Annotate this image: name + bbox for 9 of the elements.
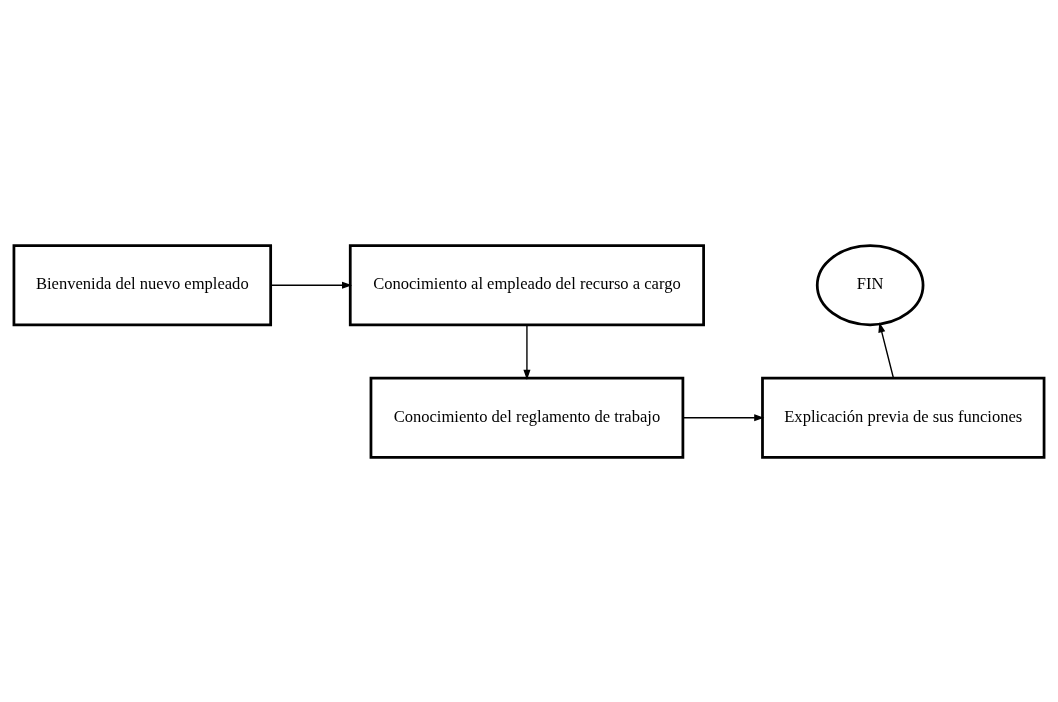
arrow [523,323,531,380]
arrow [682,413,765,421]
node-box: Bienvenida del nuevo empleado [12,243,273,326]
node-box: Conocimiento del reglamento de trabajo [369,376,685,459]
node-ellipse: FIN [815,243,925,326]
arrow [878,321,895,379]
node-box: Explicación previa de sus funciones [761,376,1046,459]
node-box: Conocimiento al empleado del recurso a cargo [348,243,705,326]
arrow [270,281,353,289]
